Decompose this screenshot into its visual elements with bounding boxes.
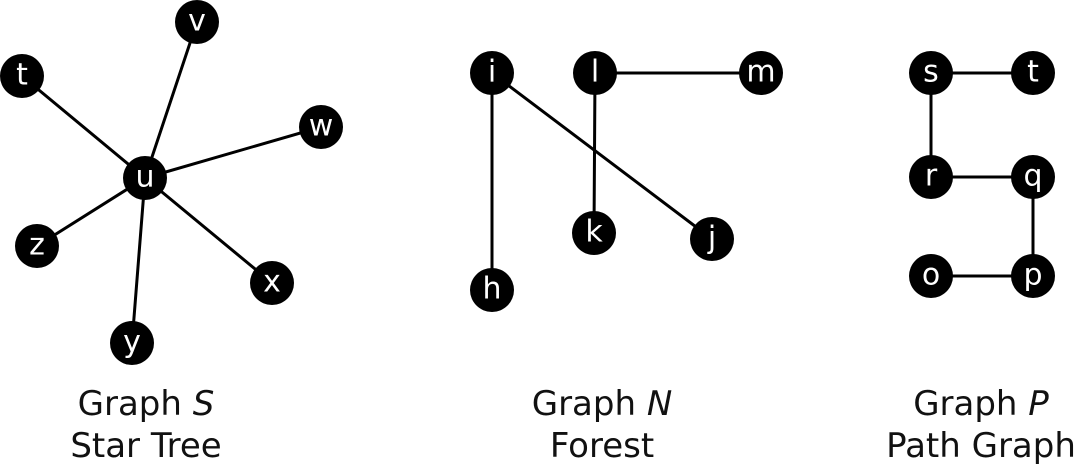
graph-s-title: Graph S bbox=[0, 383, 296, 425]
graph-n-edge-i-j bbox=[490, 71, 714, 241]
graph-s-node-t-label: t bbox=[16, 58, 28, 93]
graph-p-node-s: s bbox=[909, 51, 953, 95]
graph-p-node-t: t bbox=[1011, 51, 1055, 95]
graph-n-node-l-circle bbox=[573, 51, 617, 95]
graph-s-node-v: v bbox=[175, 0, 219, 44]
graph-s-node-u-circle bbox=[123, 156, 167, 200]
graph-s-node-t-circle bbox=[0, 54, 44, 98]
graph-s-subtitle: Star Tree bbox=[70, 426, 222, 466]
graph-n-node-j: j bbox=[690, 217, 734, 261]
graph-s-edge-u-y bbox=[130, 176, 147, 345]
graph-n-node-k: k bbox=[572, 211, 616, 255]
graph-p-title-prefix: Graph bbox=[913, 384, 1029, 424]
graph-p-node-p-label: p bbox=[1023, 258, 1042, 293]
nodes-layer: t v w u z x y i l m k j h s t r q o p bbox=[0, 0, 1055, 365]
graph-n-node-k-label: k bbox=[585, 215, 603, 250]
graph-s-edge-u-t bbox=[20, 74, 147, 180]
graph-s-title-var: S bbox=[192, 384, 215, 424]
graph-s-node-y-label: y bbox=[123, 325, 141, 360]
graph-n-node-j-circle bbox=[690, 217, 734, 261]
graph-n-node-k-circle bbox=[572, 211, 616, 255]
graph-n-node-l-label: l bbox=[591, 55, 599, 90]
graph-s-node-x: x bbox=[250, 261, 294, 305]
graph-s-node-u: u bbox=[123, 156, 167, 200]
graph-n-node-i-label: i bbox=[488, 55, 496, 90]
graph-p-node-s-label: s bbox=[923, 55, 939, 90]
graph-s-node-v-label: v bbox=[188, 4, 206, 39]
graph-s-caption: Graph S Star Tree bbox=[0, 383, 296, 467]
edges-layer bbox=[20, 20, 1035, 345]
graph-n-edge-l-k bbox=[592, 71, 597, 235]
graph-s-node-z-circle bbox=[15, 224, 59, 268]
graph-s-edge-u-x bbox=[143, 176, 274, 285]
graph-s-node-x-circle bbox=[250, 261, 294, 305]
graph-n-node-i: i bbox=[470, 51, 514, 95]
graph-p-caption: Graph P Path Graph bbox=[831, 383, 1082, 467]
graph-n-title-prefix: Graph bbox=[531, 384, 647, 424]
graph-p-node-r-label: r bbox=[925, 159, 938, 194]
graph-p-node-t-circle bbox=[1011, 51, 1055, 95]
graph-s-node-x-label: x bbox=[263, 265, 281, 300]
graphs-diagram: t v w u z x y i l m k j h s t r q o p bbox=[0, 0, 1055, 365]
graph-n-node-m: m bbox=[739, 51, 783, 95]
graph-n-node-h: h bbox=[470, 268, 514, 312]
graph-p-title: Graph P bbox=[831, 383, 1082, 425]
graph-n-caption: Graph N Forest bbox=[452, 383, 752, 467]
graph-n-node-j-label: j bbox=[707, 221, 716, 256]
graph-n-node-m-circle bbox=[739, 51, 783, 95]
graph-p-node-r: r bbox=[909, 155, 953, 199]
graph-s-edge-u-v bbox=[143, 20, 199, 180]
graph-p-node-q-label: q bbox=[1023, 159, 1042, 194]
graph-s-node-w-label: w bbox=[309, 109, 334, 144]
graph-s-edge-u-w bbox=[143, 125, 323, 180]
graph-p-node-r-circle bbox=[909, 155, 953, 199]
graph-n-node-h-label: h bbox=[482, 272, 501, 307]
graph-p-node-o-circle bbox=[909, 254, 953, 298]
graph-p-node-o-label: o bbox=[922, 258, 940, 293]
graph-p-node-p: p bbox=[1011, 254, 1055, 298]
graph-n-title-var: N bbox=[646, 384, 673, 424]
graph-p-node-t-label: t bbox=[1027, 55, 1039, 90]
graph-s-node-w-circle bbox=[299, 105, 343, 149]
graph-p-node-q-circle bbox=[1011, 155, 1055, 199]
graph-s-node-y-circle bbox=[110, 321, 154, 365]
graph-n-node-i-circle bbox=[470, 51, 514, 95]
graph-s-node-w: w bbox=[299, 105, 343, 149]
graph-s-node-z: z bbox=[15, 224, 59, 268]
graph-s-node-y: y bbox=[110, 321, 154, 365]
graph-p-node-s-circle bbox=[909, 51, 953, 95]
graph-p-node-p-circle bbox=[1011, 254, 1055, 298]
graph-n-node-h-circle bbox=[470, 268, 514, 312]
graph-p-node-o: o bbox=[909, 254, 953, 298]
graph-s-title-prefix: Graph bbox=[77, 384, 193, 424]
graph-s-node-t: t bbox=[0, 54, 44, 98]
graph-n-node-l: l bbox=[573, 51, 617, 95]
graph-p-title-var: P bbox=[1028, 384, 1049, 424]
graph-n-title: Graph N bbox=[452, 383, 752, 425]
graph-n-subtitle: Forest bbox=[549, 426, 655, 466]
graph-p-node-q: q bbox=[1011, 155, 1055, 199]
graph-s-node-z-label: z bbox=[29, 228, 45, 263]
graph-n-node-m-label: m bbox=[746, 55, 775, 90]
graph-s-node-v-circle bbox=[175, 0, 219, 44]
graph-p-subtitle: Path Graph bbox=[886, 426, 1076, 466]
graph-s-node-u-label: u bbox=[135, 160, 154, 195]
